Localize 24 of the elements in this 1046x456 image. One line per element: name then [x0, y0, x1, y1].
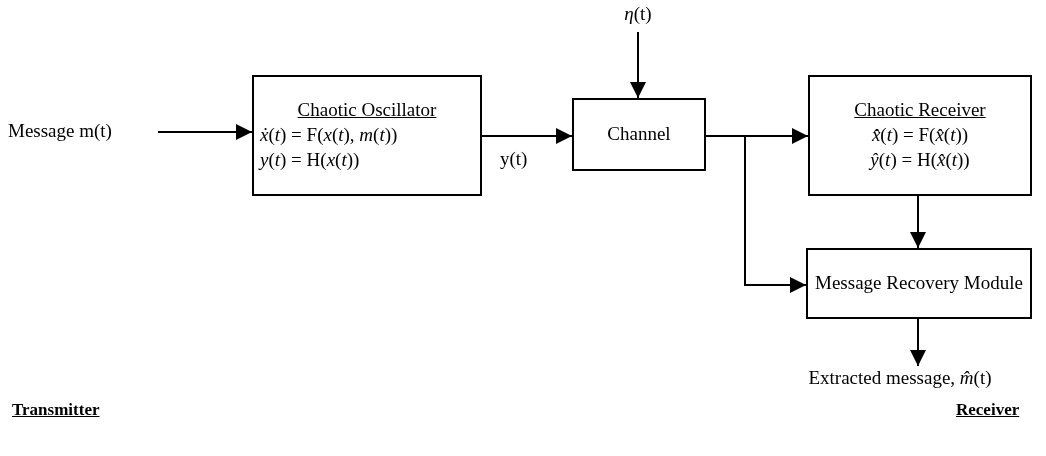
- arrow: [157, 124, 253, 140]
- block-box: [808, 75, 1032, 196]
- arrow: [705, 135, 807, 293]
- block-box: [806, 248, 1032, 319]
- section-label: Transmitter: [12, 400, 100, 420]
- input-label: Message m(t): [8, 119, 113, 143]
- arrow: [481, 128, 573, 144]
- block-box: [252, 75, 482, 196]
- equation: ẋ(t) = F(x(t), m(t)): [260, 123, 399, 148]
- block-label: Message Recovery Module: [814, 271, 1024, 296]
- equation: ŷ(t) = H(x̂(t)): [867, 147, 971, 172]
- output-label: Extracted message, m̂(t): [807, 366, 993, 390]
- equation: y(t) = H(x(t)): [260, 147, 361, 172]
- section-label: Receiver: [956, 400, 1020, 420]
- arrow: [910, 318, 926, 367]
- edge-label: y(t): [498, 148, 530, 170]
- block-label: Channel: [606, 122, 672, 147]
- block-box: [572, 98, 706, 171]
- block-title: Chaotic Receiver: [853, 98, 987, 123]
- arrow: [630, 31, 646, 99]
- block-title: Chaotic Oscillator: [296, 98, 438, 123]
- arrow: [910, 195, 926, 249]
- equation: x̂̇(t) = F(x̂(t)): [870, 123, 970, 148]
- noise-label: η(t): [623, 2, 653, 26]
